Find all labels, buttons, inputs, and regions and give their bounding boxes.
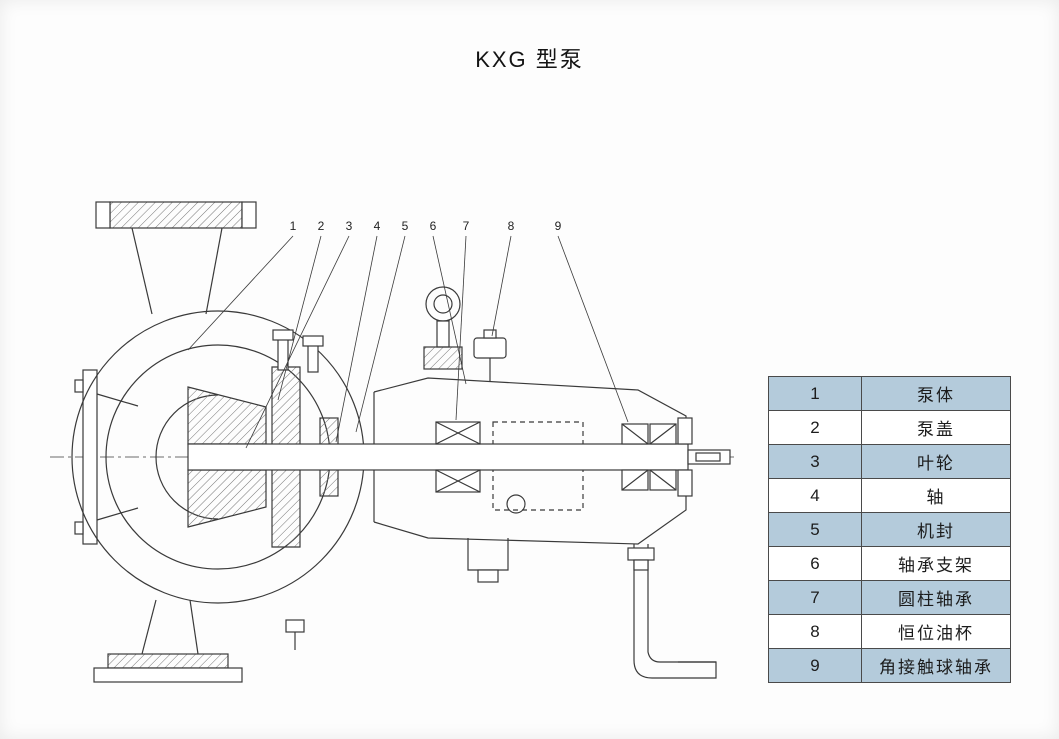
table-row: 9 角接触球轴承 — [768, 648, 1011, 683]
callout-3: 3 — [346, 219, 353, 233]
part-number: 6 — [768, 546, 862, 581]
pump-cross-section-diagram: 1 2 3 4 5 6 7 8 9 — [38, 192, 738, 717]
part-number: 5 — [768, 512, 862, 547]
table-row: 6 轴承支架 — [768, 546, 1011, 581]
part-number: 3 — [768, 444, 862, 479]
callout-8: 8 — [508, 219, 515, 233]
shaft — [187, 443, 731, 471]
callout-4: 4 — [374, 219, 381, 233]
gland-studs — [272, 329, 324, 373]
table-row: 1 泵体 — [768, 376, 1011, 411]
part-name: 叶轮 — [861, 444, 1011, 479]
table-row: 3 叶轮 — [768, 444, 1011, 479]
table-row: 8 恒位油杯 — [768, 614, 1011, 649]
part-number: 4 — [768, 478, 862, 513]
part-number: 9 — [768, 648, 862, 683]
part-number: 1 — [768, 376, 862, 411]
callout-2: 2 — [318, 219, 325, 233]
part-number: 2 — [768, 410, 862, 445]
callout-numbers: 1 2 3 4 5 6 7 8 9 — [290, 219, 562, 233]
cylindrical-bearing — [435, 421, 481, 493]
callout-leader-lines — [187, 235, 629, 449]
part-number: 7 — [768, 580, 862, 615]
callout-5: 5 — [402, 219, 409, 233]
page-title: KXG 型泵 — [475, 47, 584, 72]
angular-contact-bearing — [621, 417, 693, 497]
impeller — [187, 386, 267, 528]
part-name: 轴 — [861, 478, 1011, 513]
oil-cup — [473, 329, 507, 382]
table-row: 4 轴 — [768, 478, 1011, 513]
callout-9: 9 — [555, 219, 562, 233]
part-name: 圆柱轴承 — [861, 580, 1011, 615]
base-foot — [93, 599, 243, 683]
part-name: 角接触球轴承 — [861, 648, 1011, 683]
part-name: 机封 — [861, 512, 1011, 547]
callout-1: 1 — [290, 219, 297, 233]
part-name: 泵体 — [861, 376, 1011, 411]
drain-plug — [285, 619, 305, 650]
callout-6: 6 — [430, 219, 437, 233]
lifting-eyebolt — [423, 286, 463, 370]
part-name: 轴承支架 — [861, 546, 1011, 581]
table-row: 5 机封 — [768, 512, 1011, 547]
part-name: 泵盖 — [861, 410, 1011, 445]
part-number: 8 — [768, 614, 862, 649]
parts-table: 1 泵体 2 泵盖 3 叶轮 4 轴 5 机封 — [768, 376, 1011, 683]
discharge-flange — [95, 201, 257, 315]
support-foot — [627, 544, 717, 679]
part-name: 恒位油杯 — [861, 614, 1011, 649]
pump-linework — [50, 201, 734, 683]
pump-diagram-svg: 1 2 3 4 5 6 7 8 9 — [50, 201, 734, 683]
table-row: 2 泵盖 — [768, 410, 1011, 445]
table-row: 7 圆柱轴承 — [768, 580, 1011, 615]
callout-7: 7 — [463, 219, 470, 233]
suction-flange — [74, 369, 139, 545]
